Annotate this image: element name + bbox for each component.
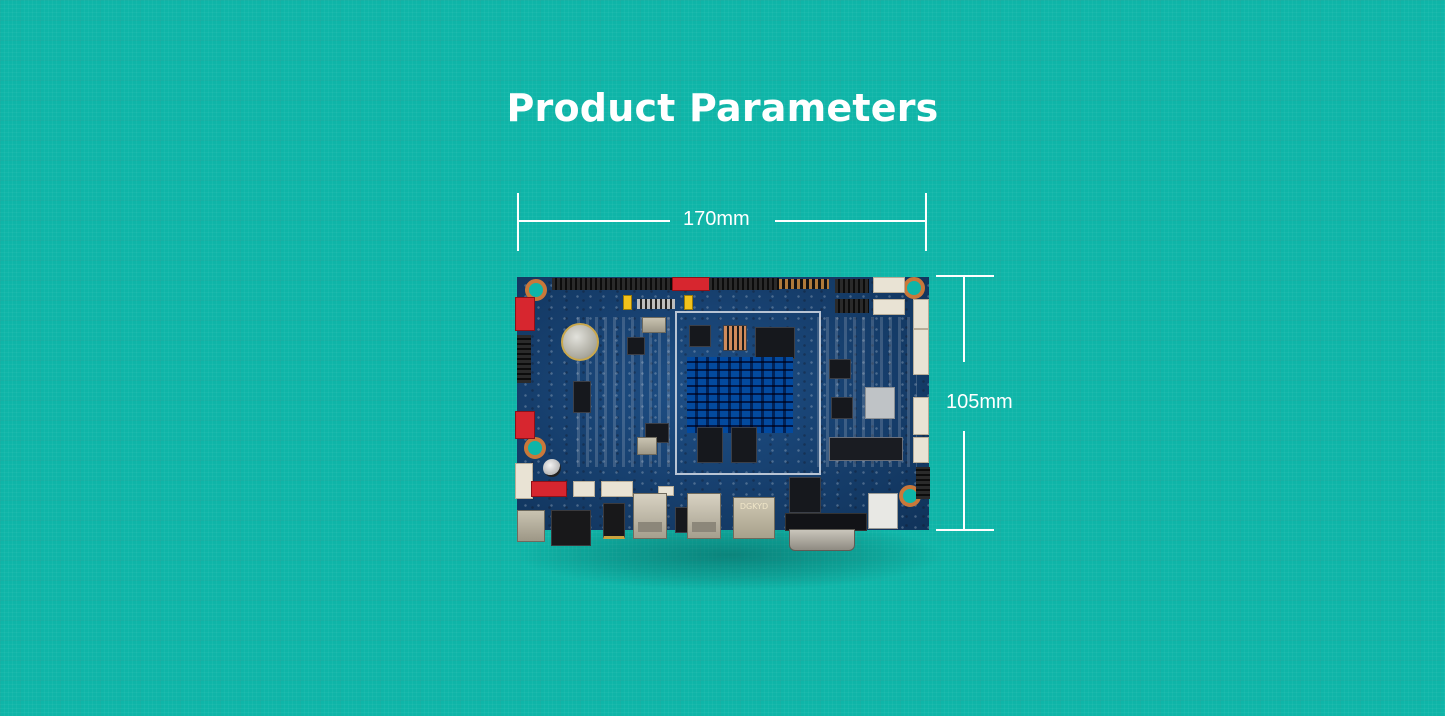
usb-port [633,493,667,539]
jumper [684,295,693,310]
height-dimension-top-tick [936,275,994,277]
red-connector [531,481,567,497]
width-dimension-label: 170mm [683,208,750,230]
white-connector [873,299,905,315]
rj11-jack [551,510,591,546]
pin-header [835,299,869,313]
height-dimension-bottom-line [963,431,965,530]
heatsink [687,357,793,433]
ram-chip [731,427,757,463]
inductor [637,437,657,455]
pin-header [916,467,930,499]
white-connector [913,299,929,329]
width-dimension-right-line [775,220,926,222]
capacitor [543,459,561,477]
chip [627,337,645,355]
mounting-hole-icon [525,279,547,301]
ram-chip [697,427,723,463]
coin-battery [561,323,599,361]
red-connector [515,297,535,331]
width-dimension-left-tick [517,193,519,251]
usb-port [687,493,721,539]
chip [689,325,711,347]
pin-header [552,278,672,290]
pin-header [779,279,829,289]
width-dimension-left-line [518,220,670,222]
chip [831,397,853,419]
audio-jack [603,503,625,539]
red-connector [672,277,710,291]
product-board-image: DGKYD [515,277,930,551]
inductor [642,317,666,333]
pin-header [709,278,779,290]
height-dimension-label: 105mm [946,391,1013,413]
chip [573,381,591,413]
white-connector [873,277,905,293]
chip [755,327,795,359]
red-connector [515,411,535,439]
mounting-hole-icon [524,437,546,459]
sim-card-slot [868,493,898,529]
white-connector [573,481,595,497]
chip [789,477,821,513]
wifi-module [865,387,895,419]
height-dimension-bottom-tick [936,529,994,531]
dc-power-jack [517,510,545,542]
jumper [623,295,632,310]
page-title: Product Parameters [506,86,939,130]
chip [829,359,851,379]
som-frame [675,311,821,475]
white-connector [913,437,929,463]
pin-header [517,335,531,383]
white-connector [913,329,929,375]
white-connector [601,481,633,497]
white-connector [913,397,929,435]
width-dimension-right-tick [925,193,927,251]
board-marking: DGKYD [739,502,769,511]
serial-port-db9 [789,529,855,551]
chip [723,325,747,351]
mounting-hole-icon [903,277,925,299]
m2-slot [829,437,903,461]
height-dimension-top-line [963,276,965,362]
ethernet-port: DGKYD [733,497,775,539]
pin-header [637,299,675,309]
pin-header [835,279,869,293]
